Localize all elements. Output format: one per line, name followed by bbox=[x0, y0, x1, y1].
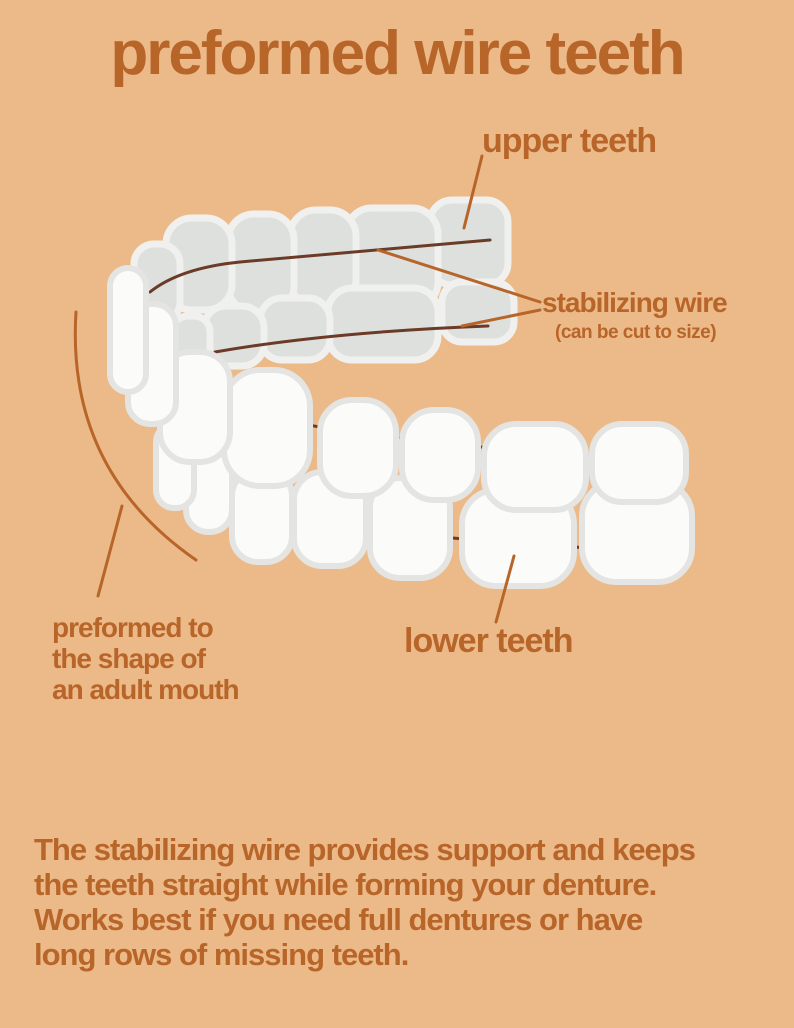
mouth-shape-label: preformed to the shape of an adult mouth bbox=[52, 612, 240, 705]
page-title: preformed wire teeth bbox=[110, 19, 685, 88]
lower-tooth bbox=[107, 265, 149, 395]
description-line: long rows of missing teeth. bbox=[34, 937, 409, 972]
stabilizing-wire-note: (can be cut to size) bbox=[555, 322, 717, 343]
wire-leader-upper bbox=[376, 248, 542, 304]
mouth-shape-line: the shape of bbox=[52, 643, 206, 674]
stabilizing-wire-label: stabilizing wire bbox=[542, 287, 728, 318]
mouth-shape-leader bbox=[96, 504, 124, 598]
mouth-shape-line: an adult mouth bbox=[52, 674, 240, 705]
lower-teeth-group bbox=[107, 265, 695, 589]
description-line: Works best if you need full dentures or … bbox=[34, 902, 643, 937]
lower-tooth bbox=[221, 367, 313, 489]
lower-tooth bbox=[399, 407, 481, 503]
wire-leader-lower bbox=[460, 308, 542, 328]
description-line: the teeth straight while forming your de… bbox=[34, 867, 657, 902]
upper-wire bbox=[148, 238, 492, 354]
mouth-shape-line: preformed to bbox=[52, 612, 214, 643]
upper-tooth bbox=[256, 294, 334, 364]
lower-teeth-leader bbox=[494, 554, 516, 624]
description: The stabilizing wire provides support an… bbox=[34, 832, 774, 972]
upper-tooth bbox=[324, 284, 442, 364]
lower-tooth bbox=[481, 421, 589, 513]
lower-tooth bbox=[589, 421, 689, 505]
lower-teeth-label: lower teeth bbox=[404, 622, 573, 660]
upper-teeth-group bbox=[130, 196, 518, 370]
upper-teeth-leader bbox=[462, 154, 484, 230]
description-line: The stabilizing wire provides support an… bbox=[34, 832, 696, 867]
lower-tooth bbox=[317, 397, 399, 499]
upper-teeth-label: upper teeth bbox=[482, 122, 657, 160]
mouth-shape-arc bbox=[73, 310, 198, 562]
